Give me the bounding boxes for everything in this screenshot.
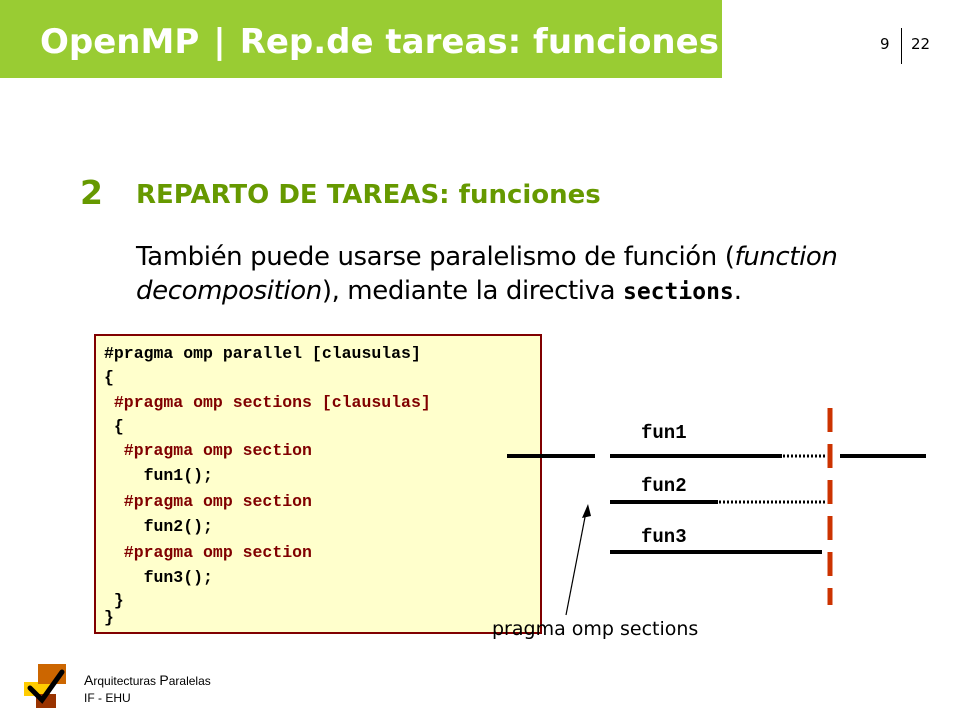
code-line: fun3(); [104,568,213,587]
paragraph-italic-term: function decomposition [136,242,838,306]
current-page-number: 9 [880,35,890,53]
section-heading: REPARTO DE TAREAS: funciones [136,180,601,210]
task-label-fun1: fun1 [641,422,687,444]
paragraph-text-3: . [733,276,742,306]
code-line: #pragma omp parallel [clausulas] [104,344,421,363]
title-bar: OpenMP | Rep.de tareas: funciones [0,0,722,78]
title-separator: | [213,22,226,62]
total-pages-number: 22 [911,35,931,53]
footer-line-2: IF - EHU [84,691,131,705]
code-line: { [104,417,124,436]
description-paragraph: También puede usarse paralelismo de func… [136,240,936,309]
code-line: { [104,368,114,387]
paragraph-text-1: También puede usarse paralelismo de func… [136,242,735,272]
caption-arrow-head [582,504,591,518]
code-box: #pragma omp parallel [clausulas] { #prag… [94,334,542,634]
code-line: #pragma omp sections [clausulas] [104,393,431,412]
page-number-divider [901,28,902,64]
footer-cap-a: A [84,672,94,688]
checkmark-icon [24,664,66,708]
section-number: 2 [80,173,103,212]
paragraph-text-2: ), mediante la directiva [321,276,623,306]
directive-keyword: sections [622,279,734,305]
code-line: #pragma omp section [104,543,312,562]
task-label-fun2: fun2 [641,475,687,497]
title-app-name: OpenMP [40,22,200,62]
code-line: } [104,591,124,610]
code-line: } [104,608,114,627]
footer-word-2: aralelas [168,674,211,688]
task-label-fun3: fun3 [641,526,687,548]
code-line: fun1(); [104,466,213,485]
footer-text: Arquitecturas Paralelas IF - EHU [84,672,211,707]
caption-arrow [565,511,587,616]
footer-cap-p: P [159,672,169,688]
footer-word-1: rquitecturas [93,674,160,688]
code-line: #pragma omp section [104,441,312,460]
footer-line-1: Arquitecturas Paralelas [84,672,211,690]
code-line: #pragma omp section [104,492,312,511]
code-line: fun2(); [104,517,213,536]
slide-title: OpenMP | Rep.de tareas: funciones [40,22,719,62]
title-topic: Rep.de tareas: funciones [239,22,719,62]
diagram-caption: pragma omp sections [492,618,698,640]
